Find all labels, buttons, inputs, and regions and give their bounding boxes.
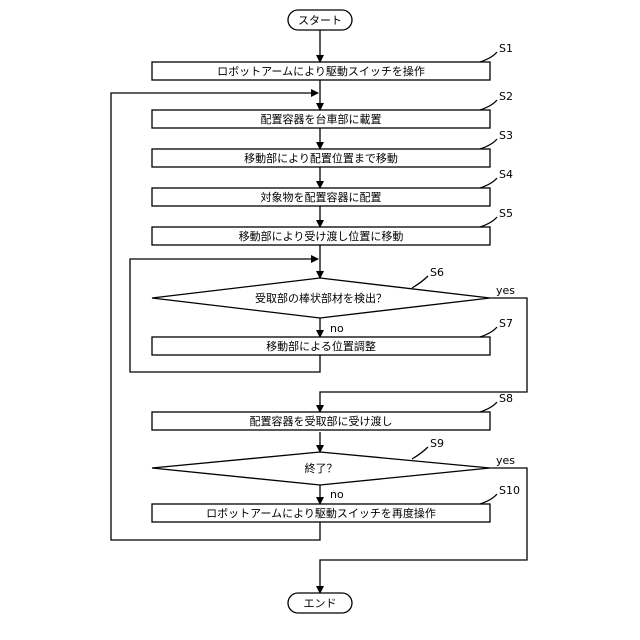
step-s2-text: 配置容器を台車部に載置 [261, 112, 382, 126]
step-s4: 対象物を配置容器に配置 [152, 188, 490, 206]
start-terminal: スタート [288, 10, 352, 30]
leader-s6 [412, 276, 428, 288]
step-s3-text: 移動部により配置位置まで移動 [244, 151, 398, 165]
step-s7-text: 移動部による位置調整 [266, 339, 376, 353]
step-s3: 移動部により配置位置まで移動 [152, 149, 490, 167]
decision-s9: 終了？ [152, 452, 490, 485]
leader-s8 [480, 402, 497, 412]
step-id-s6: S6 [430, 266, 444, 279]
step-s10-text: ロボットアームにより駆動スイッチを再度操作 [206, 506, 436, 520]
step-s5-text: 移動部により受け渡し位置に移動 [239, 229, 404, 243]
step-id-s10: S10 [499, 484, 520, 497]
end-terminal: エンド [288, 593, 352, 613]
s6-yes-label: yes [496, 284, 515, 297]
decision-s9-text: 終了？ [305, 461, 338, 475]
s9-no-label: no [330, 488, 344, 501]
leader-s4 [480, 178, 497, 188]
step-s5: 移動部により受け渡し位置に移動 [152, 227, 490, 245]
step-s10: ロボットアームにより駆動スイッチを再度操作 [152, 504, 490, 522]
step-id-s1: S1 [499, 42, 513, 55]
step-id-s3: S3 [499, 129, 513, 142]
step-s7: 移動部による位置調整 [152, 337, 490, 355]
step-s1: ロボットアームにより駆動スイッチを操作 [152, 62, 490, 80]
step-id-s5: S5 [499, 207, 513, 220]
leader-s5 [480, 217, 497, 227]
step-id-s9: S9 [430, 437, 444, 450]
decision-s6: 受取部の棒状部材を検出？ [152, 278, 490, 318]
end-label: エンド [304, 597, 337, 610]
step-id-s4: S4 [499, 168, 513, 181]
leader-s2 [480, 100, 497, 110]
step-s8-text: 配置容器を受取部に受け渡し [250, 414, 393, 428]
leader-s10 [480, 494, 497, 504]
leader-s3 [480, 139, 497, 149]
step-s2: 配置容器を台車部に載置 [152, 110, 490, 128]
leader-s7 [480, 327, 497, 337]
step-id-s2: S2 [499, 90, 513, 103]
start-label: スタート [298, 14, 342, 27]
decision-s6-text: 受取部の棒状部材を検出？ [255, 291, 387, 305]
step-s1-text: ロボットアームにより駆動スイッチを操作 [217, 64, 425, 78]
leader-s9 [412, 447, 428, 459]
s9-yes-label: yes [496, 454, 515, 467]
step-id-s8: S8 [499, 392, 513, 405]
step-id-s7: S7 [499, 317, 513, 330]
leader-s1 [480, 52, 497, 62]
step-s4-text: 対象物を配置容器に配置 [261, 190, 382, 204]
branch-s9-yes [320, 468, 527, 593]
s6-no-label: no [330, 322, 344, 335]
step-s8: 配置容器を受取部に受け渡し [152, 412, 490, 430]
